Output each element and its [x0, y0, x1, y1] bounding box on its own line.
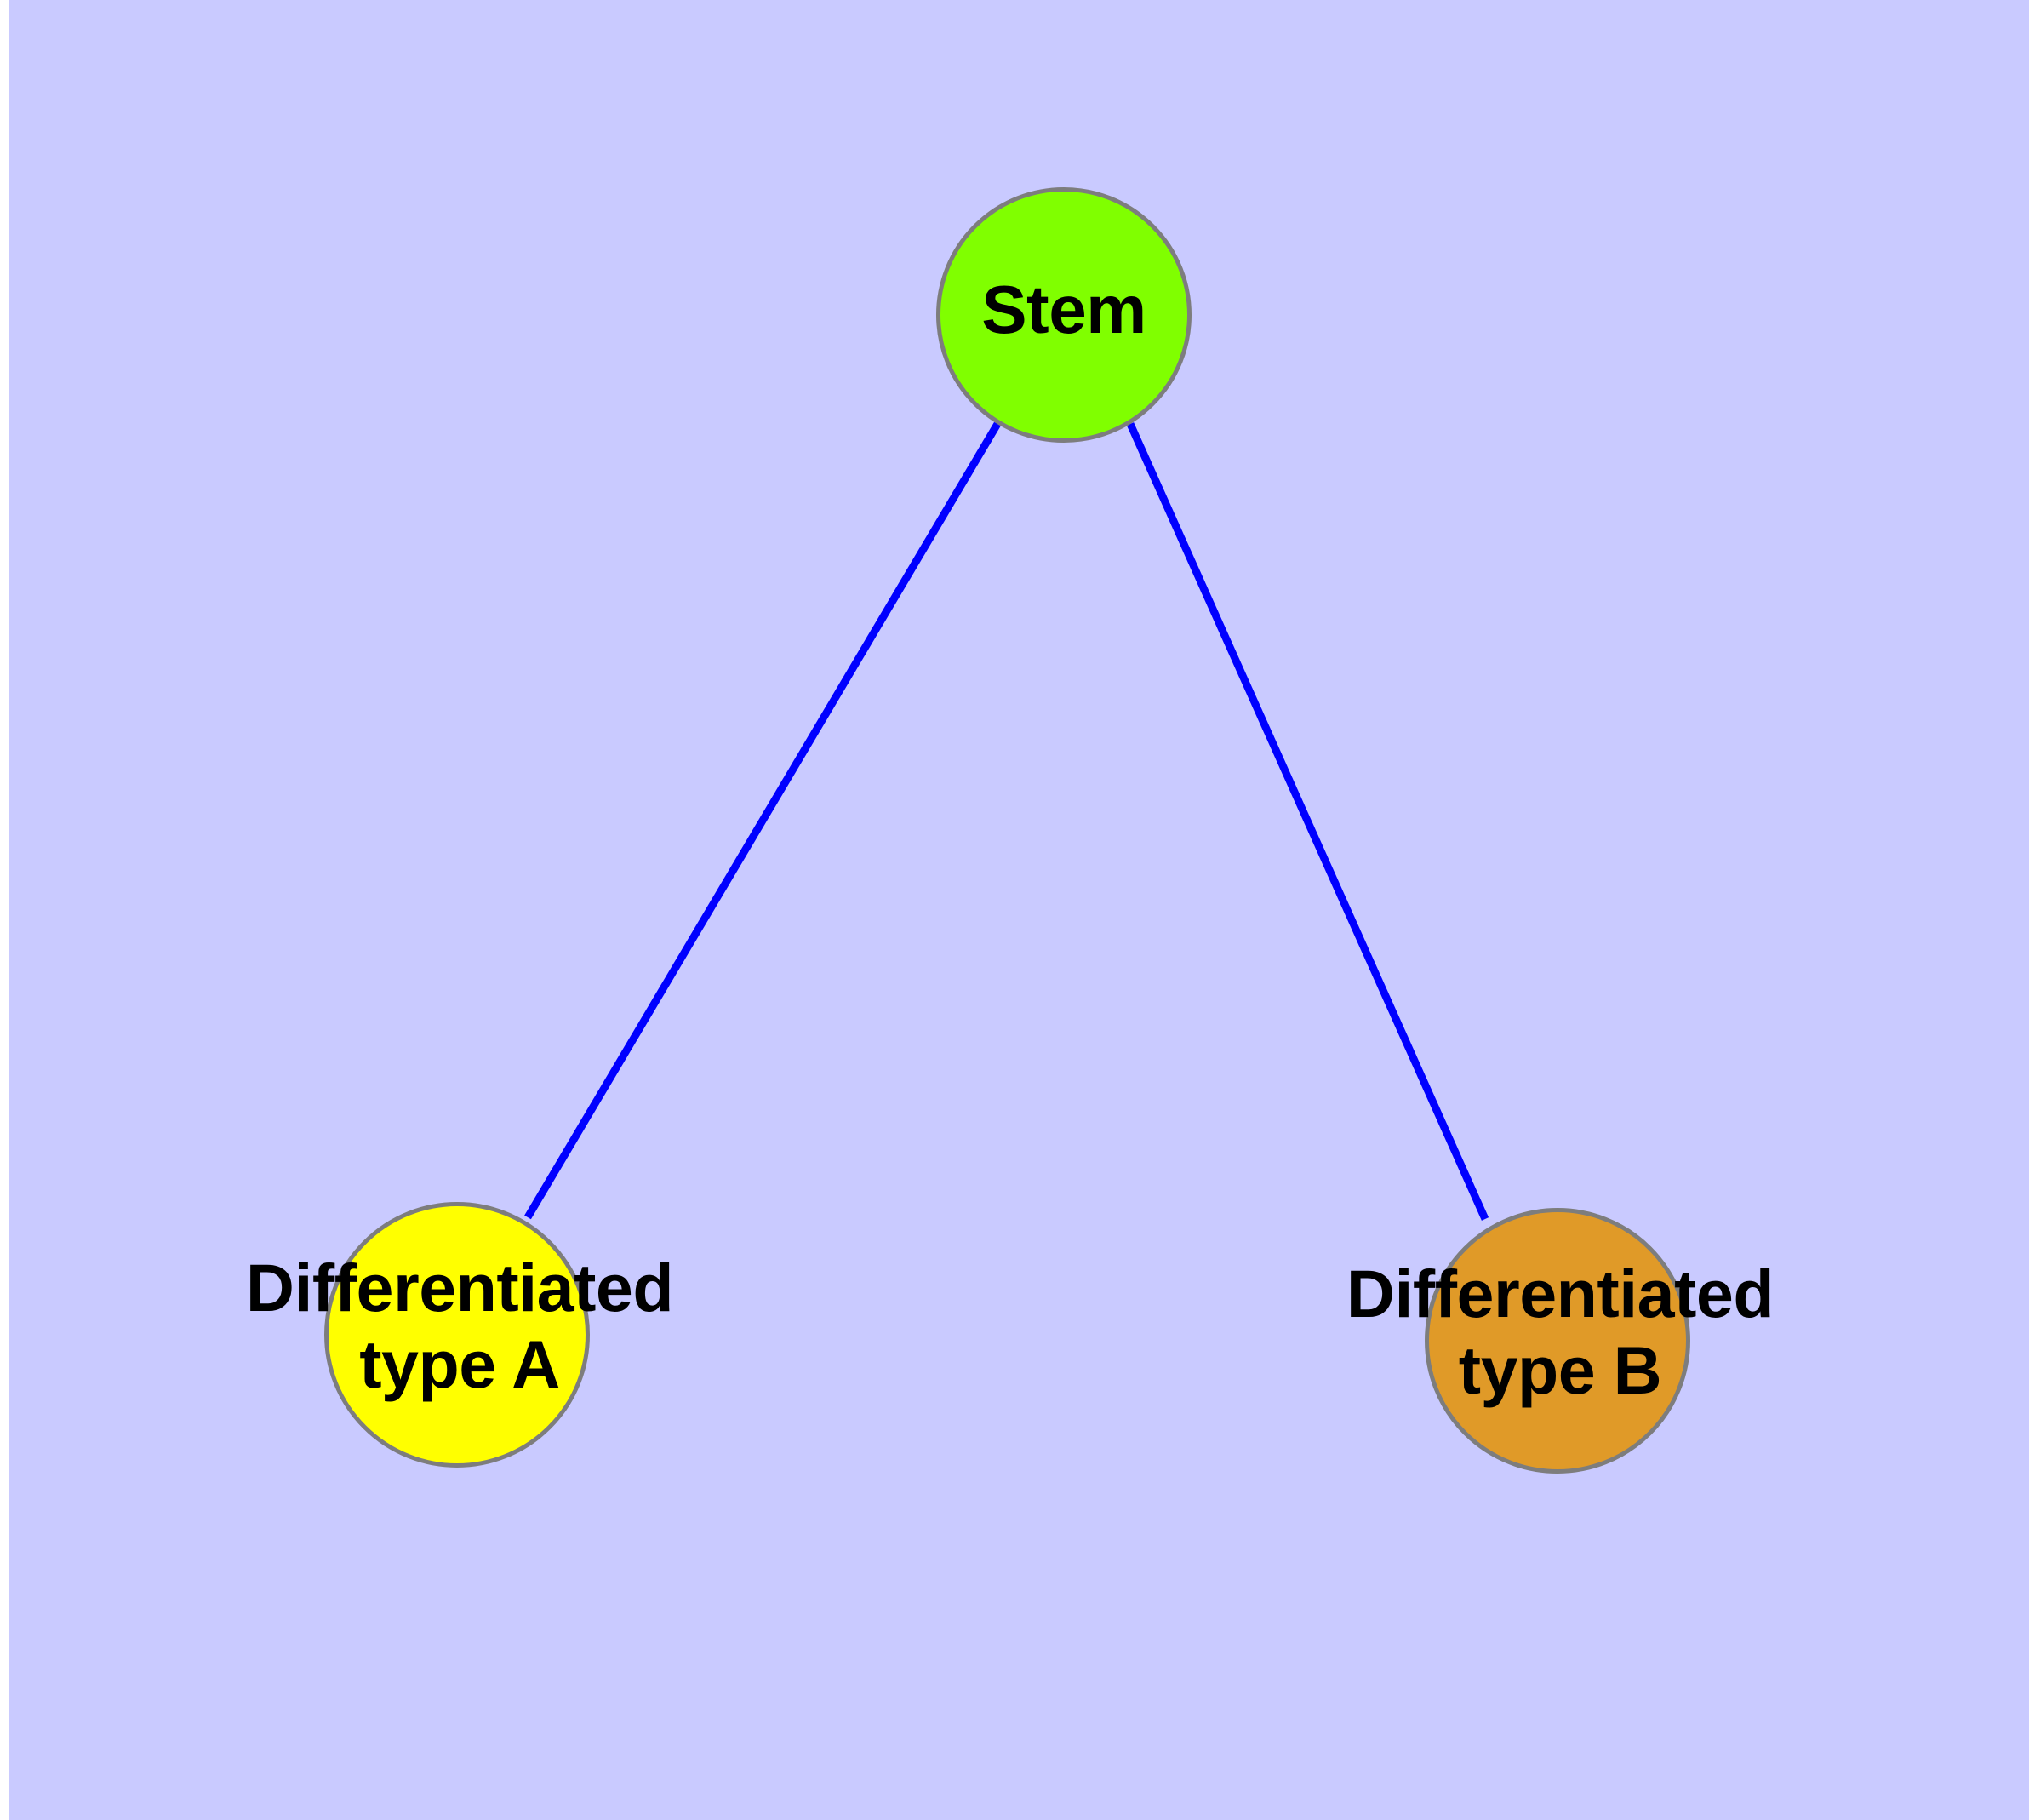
node-differentiated-type-b[interactable]	[1425, 1208, 1690, 1474]
node-stem[interactable]	[936, 187, 1192, 443]
node-differentiated-type-a[interactable]	[324, 1202, 590, 1468]
edge-stem-to-diff-b	[1126, 422, 1489, 1221]
edge-layer	[524, 421, 1489, 1221]
edge-stem-to-diff-a	[524, 421, 1001, 1220]
